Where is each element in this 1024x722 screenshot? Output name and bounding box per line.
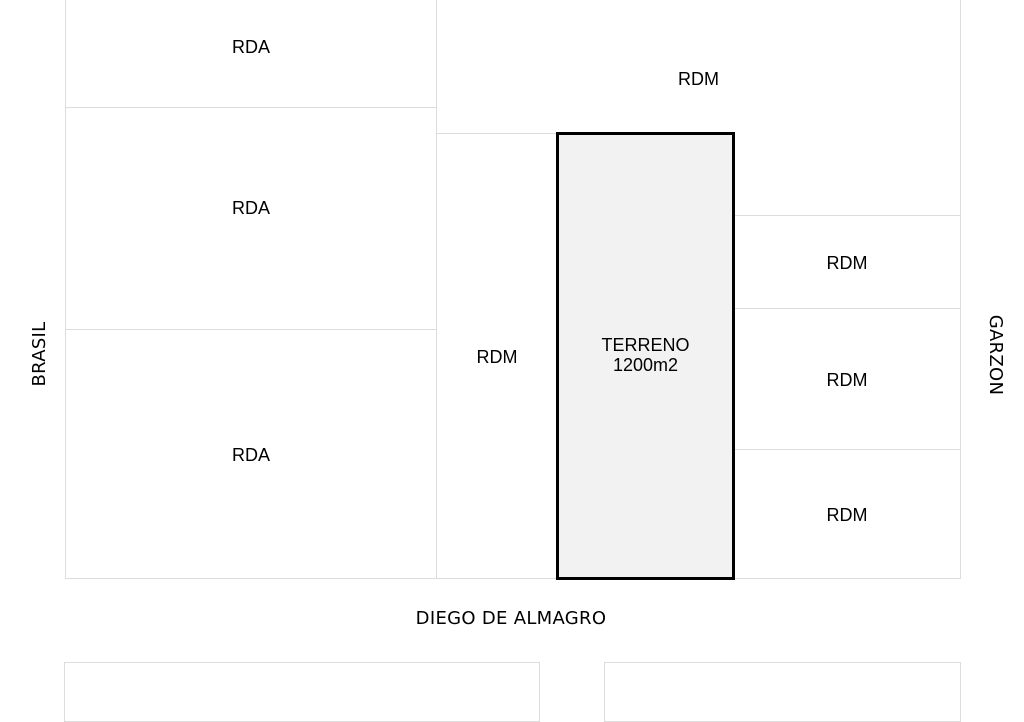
terreno-title: TERRENO <box>601 335 690 355</box>
lot-rdm-right-3: RDM <box>733 449 961 579</box>
lot-rda-top: RDA <box>65 0 437 108</box>
lot-rdm-top-label: RDM <box>678 69 719 89</box>
lot-rda-top-label: RDA <box>231 37 270 57</box>
lot-rda-middle: RDA <box>65 107 437 330</box>
lot-rdm-left: RDM <box>436 133 558 579</box>
lot-rdm-right-1-label: RDM <box>826 253 868 273</box>
lot-rda-middle-label: RDA <box>231 198 270 218</box>
lot-bottom-left <box>64 662 540 722</box>
lot-rda-bottom-label: RDA <box>231 445 270 465</box>
lot-rdm-right-2-label: RDM <box>826 370 868 390</box>
lot-rdm-right-3-label: RDM <box>826 505 868 525</box>
lot-right-upper <box>733 133 961 216</box>
lot-bottom-right <box>604 662 961 722</box>
terreno-plot: TERRENO 1200m2 <box>556 132 735 580</box>
lot-rdm-right-1: RDM <box>733 215 961 309</box>
lot-rdm-left-label: RDM <box>476 347 518 367</box>
street-label-bottom: DIEGO DE ALMAGRO <box>415 608 607 629</box>
terreno-area: 1200m2 <box>612 355 679 375</box>
lot-rdm-right-2: RDM <box>733 308 961 450</box>
lot-rda-bottom: RDA <box>65 329 437 579</box>
lot-rdm-top: RDM <box>436 0 961 134</box>
street-label-left: BRASIL <box>29 321 50 387</box>
street-label-right: GARZON <box>985 314 1006 396</box>
